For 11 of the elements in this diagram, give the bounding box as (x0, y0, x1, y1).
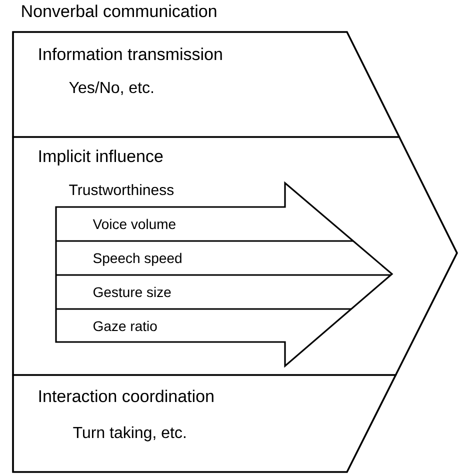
example-text: Yes/No, etc. (69, 81, 154, 96)
example-text: Turn taking, etc. (73, 426, 186, 442)
section-heading: Information transmission (39, 48, 222, 60)
section-heading: Interaction coordination (39, 390, 214, 402)
row-label: Gaze ratio (94, 320, 157, 332)
arrow-heading: Trustworthiness (69, 184, 174, 196)
section-heading: Implicit influence (39, 150, 163, 166)
row-label: Voice volume (92, 218, 176, 230)
row-label: Gesture size (94, 286, 171, 298)
row-label: Speech speed (93, 252, 182, 266)
chevron-heading: Nonverbal communication (22, 4, 216, 18)
